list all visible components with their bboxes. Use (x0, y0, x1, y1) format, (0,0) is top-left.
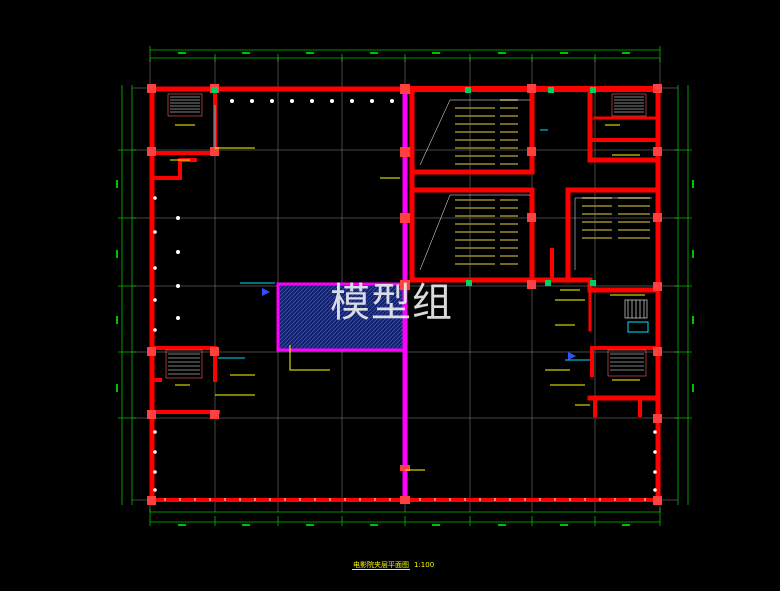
watermark: 模型组 (330, 280, 453, 326)
wall-openings (153, 99, 657, 492)
stairs (165, 93, 648, 379)
cyan-details (214, 105, 649, 361)
leader-lines (170, 124, 645, 471)
drawing-caption: 电影院夹层平面图 1:100 (352, 552, 434, 571)
dimension-marks (116, 52, 694, 526)
door-swings (262, 288, 576, 360)
caption-scale: 1:100 (414, 561, 435, 569)
green-markers (212, 87, 596, 286)
atrium-void (276, 282, 408, 352)
hall-aisles (419, 99, 652, 271)
caption-title: 电影院夹层平面图 (352, 561, 410, 570)
bottom-wall-ticks (164, 498, 646, 501)
columns (147, 84, 662, 505)
cinema-seating (455, 99, 650, 265)
